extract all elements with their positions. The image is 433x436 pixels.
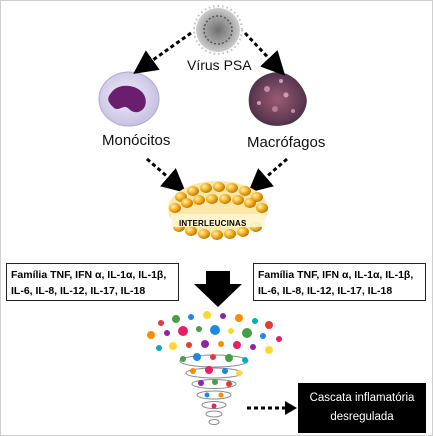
monocyte-cell-icon	[98, 71, 160, 127]
virus-label: Vírus PSA	[187, 57, 252, 73]
interleukins-label: INTERLEUCINAS	[179, 219, 247, 228]
cytokine-box-right: Família TNF, IFN α, IL-1α, IL-1β, IL-6, …	[253, 263, 426, 301]
virus-to-monocyte-arrow	[133, 31, 192, 74]
monocyte-to-interleukin-arrow	[146, 157, 187, 193]
cytokine-storm-icon	[147, 311, 282, 425]
cytokine-box-left: Família TNF, IFN α, IL-1α, IL-1β, IL-6, …	[6, 263, 179, 301]
macrophage-to-interleukin-arrow	[247, 157, 288, 193]
virus-to-macrophage-arrow	[243, 31, 286, 76]
cascade-box: Cascata inflamatória desregulada	[298, 383, 426, 433]
storm-to-cascade-arrow	[247, 401, 297, 415]
interleukin-cluster-icon	[168, 181, 268, 240]
monocytes-label: Monócitos	[102, 132, 171, 149]
virus-icon	[193, 5, 243, 55]
macrophages-label: Macrófagos	[247, 134, 326, 151]
macrophage-cell-icon	[248, 72, 307, 126]
down-arrow-icon	[194, 271, 242, 307]
